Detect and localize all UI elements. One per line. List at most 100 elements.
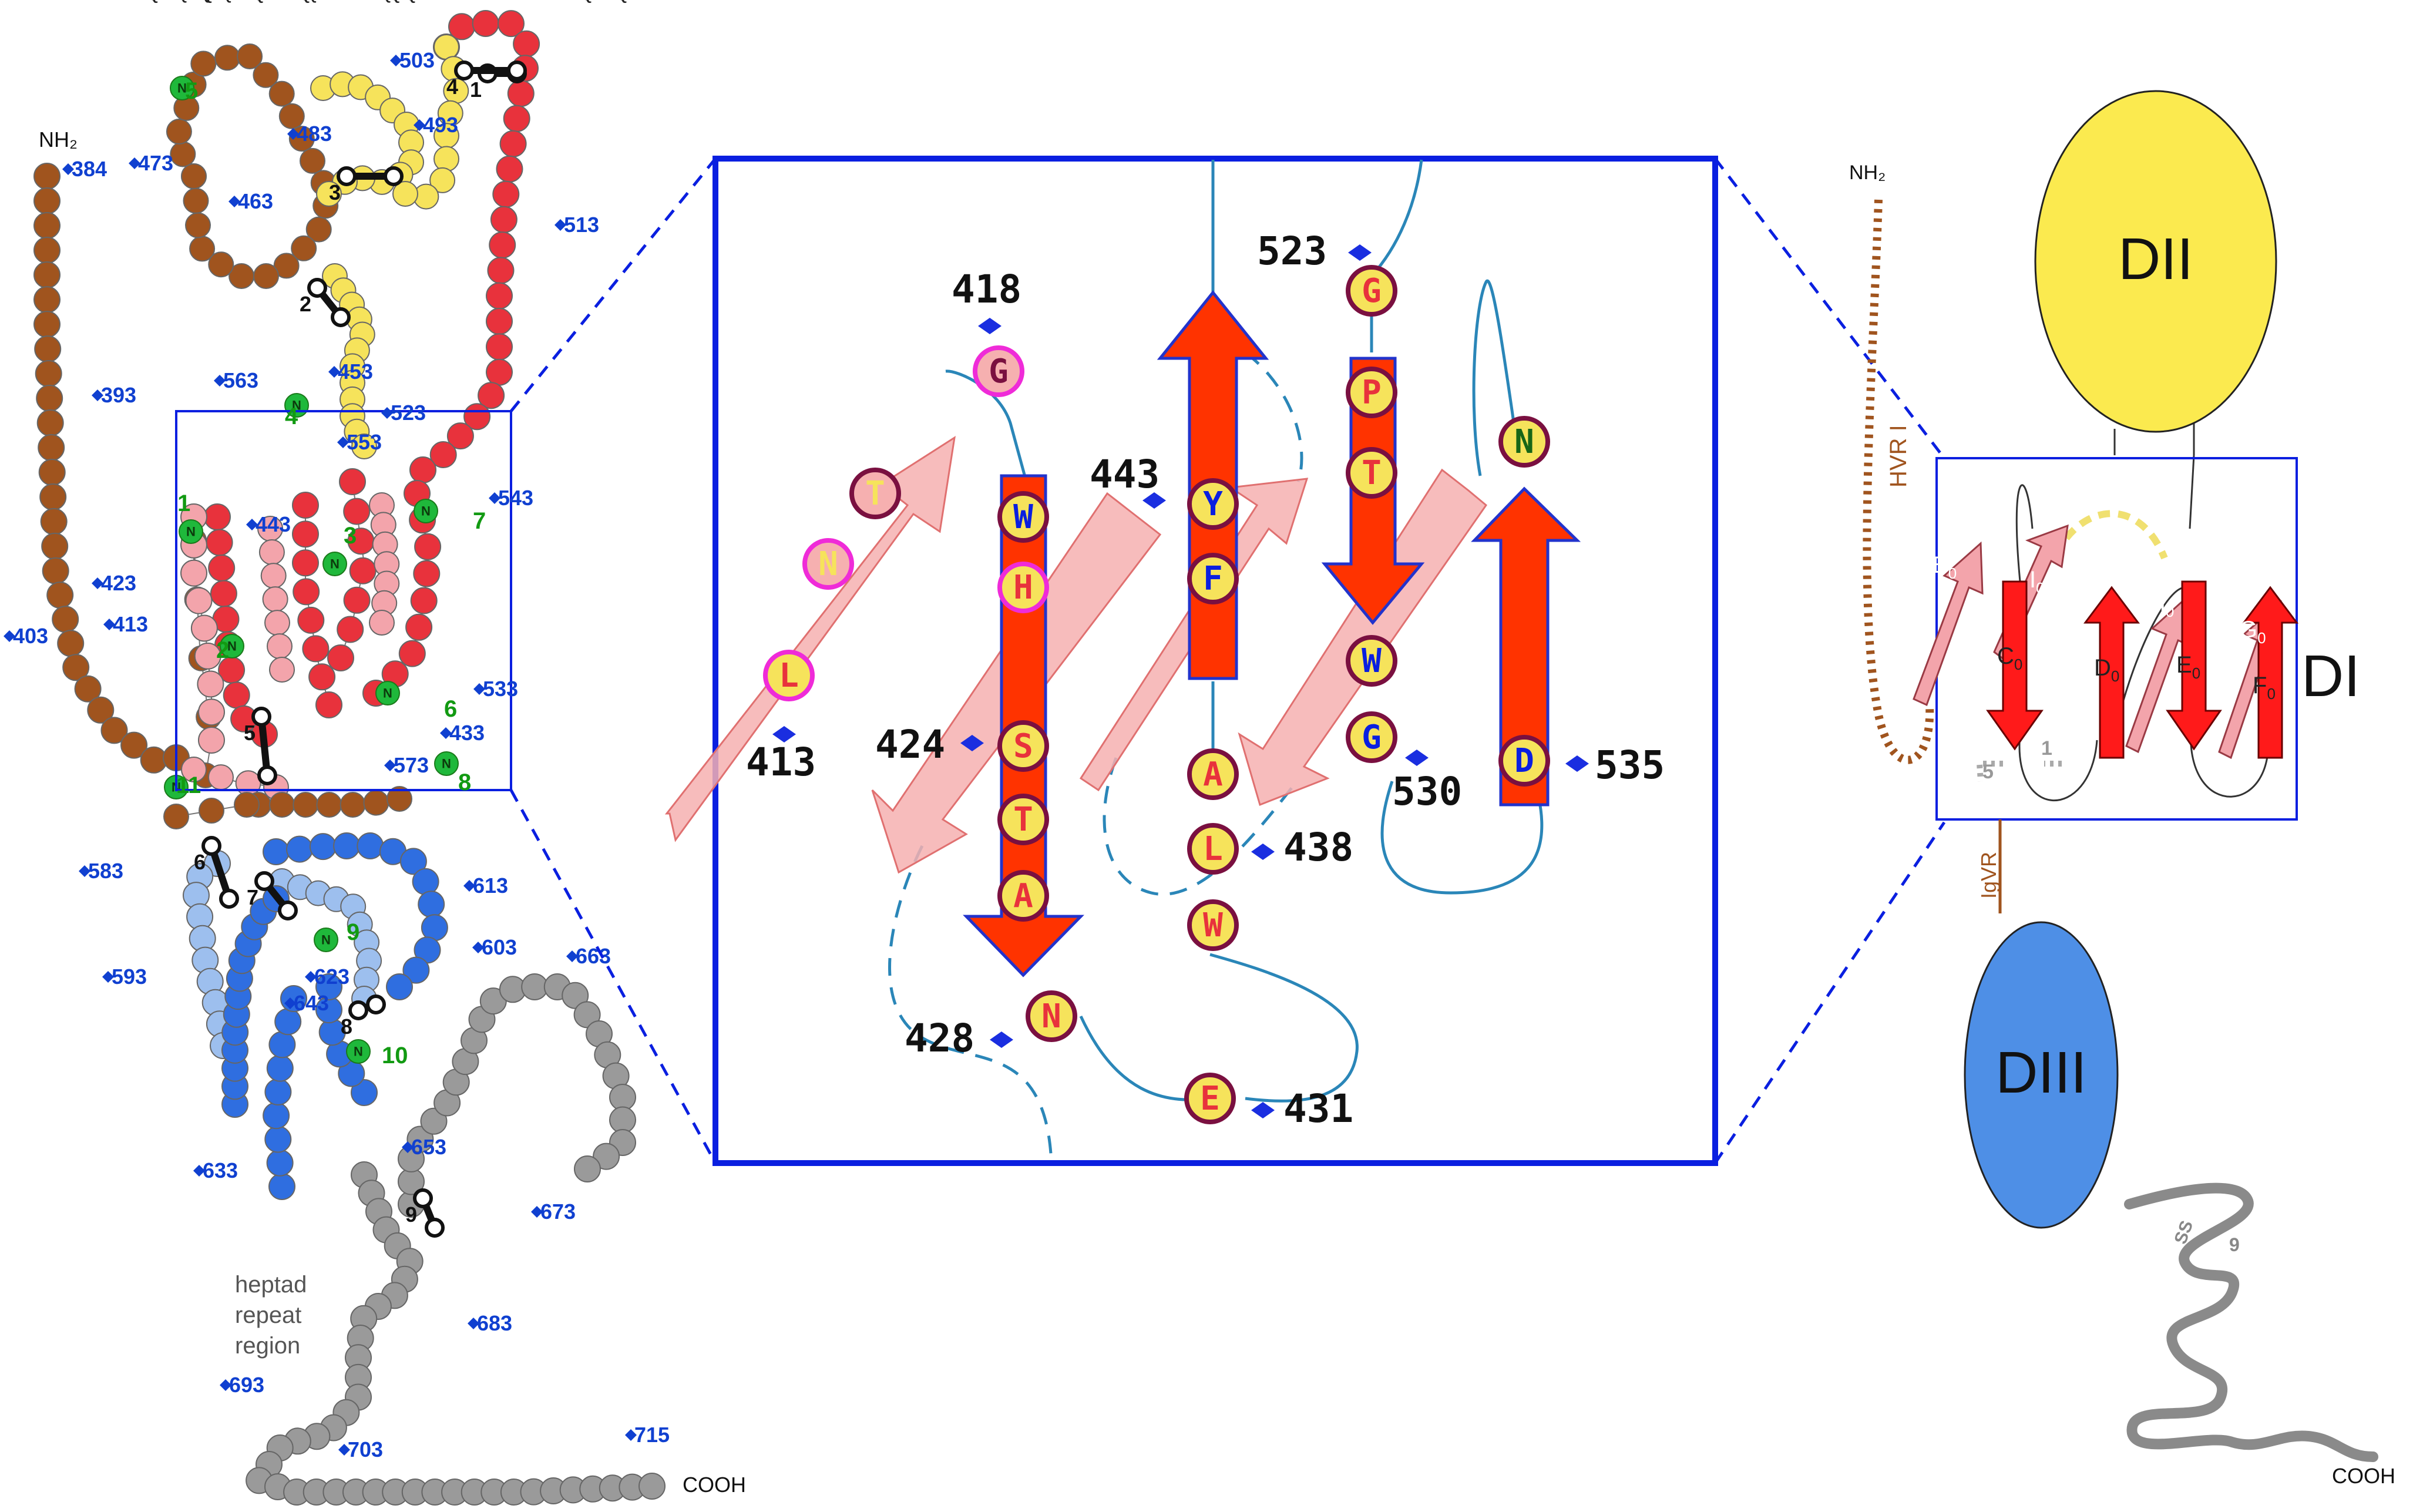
gray-chain-2-residue-letter: Q [254, 0, 264, 3]
red-outline-chain-residue-circle [491, 207, 517, 233]
gray-chain-2-residue-letter: Y [371, 0, 381, 3]
diii-strand-2-residue-circle [267, 1150, 293, 1176]
gray-chain-2-residue-letter: L [342, 0, 350, 3]
di-strand-subscript: 0 [2267, 685, 2275, 703]
center-residue: G [975, 348, 1022, 395]
yellow-chain-3-residue-circle [434, 35, 459, 59]
yellow-chain-3-residue-circle [434, 147, 459, 172]
red-outline-chain-residue: V [449, 0, 475, 39]
center-residue: D [1501, 737, 1548, 784]
glycan-number: 1 [177, 490, 190, 516]
gray-chain-2-residue-letter: G [429, 0, 440, 3]
gray-chain-2-residue-letter: F [382, 0, 390, 3]
residue-number: 563 [214, 368, 258, 392]
gray-chain-1-residue-letter: Q [617, 0, 628, 3]
pink-chain-b-residue-circle [265, 610, 290, 635]
residue-number-text: 613 [473, 873, 508, 898]
residue-number-text: 683 [477, 1311, 512, 1335]
glycan-number: 3 [344, 523, 357, 549]
loop-chain-residue-circle [190, 236, 214, 261]
residue-number-text: 523 [391, 401, 426, 425]
residue-number-text: 403 [13, 624, 48, 648]
red-outline-chain-residue: F [498, 0, 524, 36]
gray-chain-2-residue: T [365, 0, 391, 1319]
residue-number: 463 [228, 189, 273, 213]
pink-chain-a-residue-circle [191, 616, 217, 641]
center-residue-letter: H [1013, 569, 1033, 607]
gray-chain-2-residue: L [351, 0, 377, 1332]
center-number-text: 431 [1283, 1086, 1353, 1131]
nterm-chain-residue-circle [36, 385, 62, 411]
nh2-label-right: NH₂ [1849, 162, 1886, 184]
center-number-text: 523 [1257, 229, 1327, 274]
center-residue: L [765, 652, 812, 699]
red-chain-b-residue-circle [293, 492, 318, 518]
loop-chain-residue: R [209, 0, 233, 277]
gray-chain-2-residue-letter: S [569, 0, 577, 3]
gray-chain-2-residue-letter: W [586, 0, 599, 3]
di-strand-subscript: 0 [2036, 579, 2044, 597]
loop-chain-residue: Q [215, 0, 240, 70]
igvr-label: IgVR [1977, 852, 2001, 899]
nterm-chain-residue-letter: G [95, 0, 106, 3]
red-outline-chain-residue-circle [486, 334, 512, 359]
residue-number: 433 [440, 721, 485, 745]
glycan-site-letter: N [383, 686, 392, 701]
residue-number: 443 [246, 512, 291, 536]
red-outline-chain-residue-circle [489, 232, 515, 258]
gray-chain-2-residue: D [285, 0, 311, 1454]
nterm-chain-residue-circle [34, 262, 60, 288]
glycan-number: 2 [216, 637, 229, 663]
loop-chain-residue: W [191, 0, 216, 76]
disulfide-end [203, 838, 220, 854]
residue-number: 543 [489, 486, 533, 510]
di-strand-subscript: 0 [2192, 664, 2200, 682]
center-residue: P [1348, 369, 1395, 416]
diii-strand-2-residue-circle [267, 1056, 293, 1081]
gray-chain-1-residue: Q [610, 0, 636, 1155]
nterm-chain-residue: K [121, 0, 147, 758]
glycan-site-letter: N [330, 557, 340, 572]
disulfide-number: 1 [470, 78, 482, 102]
glycan-site: N [414, 499, 438, 523]
disulfide-number: 4 [446, 75, 458, 99]
zoom-connector-right-top [1715, 159, 1944, 458]
red-chain-b-residue-circle [293, 550, 318, 576]
disulfide-end [368, 996, 384, 1013]
di-strand-label: B0 [1933, 552, 1957, 582]
heptad-line-2: repeat [235, 1302, 301, 1328]
center-residue: L [1189, 825, 1236, 872]
left-sequence-diagram: ETHVTGGNAGRTTAGLVGLLTPGAKQNQNDISNQAVDWQG… [4, 0, 746, 1505]
residue-number-text: 663 [576, 944, 611, 968]
center-residue-letter: T [865, 475, 885, 513]
residue-number-text: 503 [399, 48, 435, 72]
gray-chain-2-residue-letter: V [332, 0, 341, 3]
red-outline-chain-residue-circle [473, 11, 499, 36]
nterm-chain-residue-circle [41, 509, 67, 535]
cooh-label-right: COOH [2332, 1464, 2395, 1488]
red-chain-a-residue: W [209, 0, 234, 581]
red-outline-chain-residue: Y [473, 0, 499, 36]
gray-chain-2-residue-letter: V [292, 0, 301, 3]
residue-number-text: 623 [314, 965, 349, 989]
residue-number: 413 [103, 612, 148, 636]
loop-chain-residue-circle [254, 264, 278, 288]
center-residue: E [1187, 1075, 1234, 1122]
center-residue: N [805, 540, 852, 587]
residue-number: 573 [384, 753, 429, 777]
nterm-chain-residue-circle [40, 484, 66, 510]
red-chain-a-residue: S [207, 0, 233, 556]
diii-dark-chain-residue-circle [310, 834, 336, 859]
gray-chain-1-residue-circle [610, 1107, 636, 1133]
residue-number-text: 703 [348, 1437, 383, 1461]
loop-chain-residue-circle [191, 51, 216, 76]
diii-dark-chain-residue-circle [387, 974, 412, 1000]
di-stem-top-e [2190, 455, 2194, 529]
residue-number-text: 453 [338, 359, 373, 384]
diii-dark-chain-residue-circle [357, 833, 383, 859]
disulfide-end [350, 1002, 367, 1019]
pink-chain-b-residue-circle [270, 657, 294, 682]
residue-number-text: 653 [411, 1135, 446, 1159]
gray-chain-1-residue-circle [574, 1156, 600, 1182]
disulfide-number: 3 [329, 180, 341, 204]
